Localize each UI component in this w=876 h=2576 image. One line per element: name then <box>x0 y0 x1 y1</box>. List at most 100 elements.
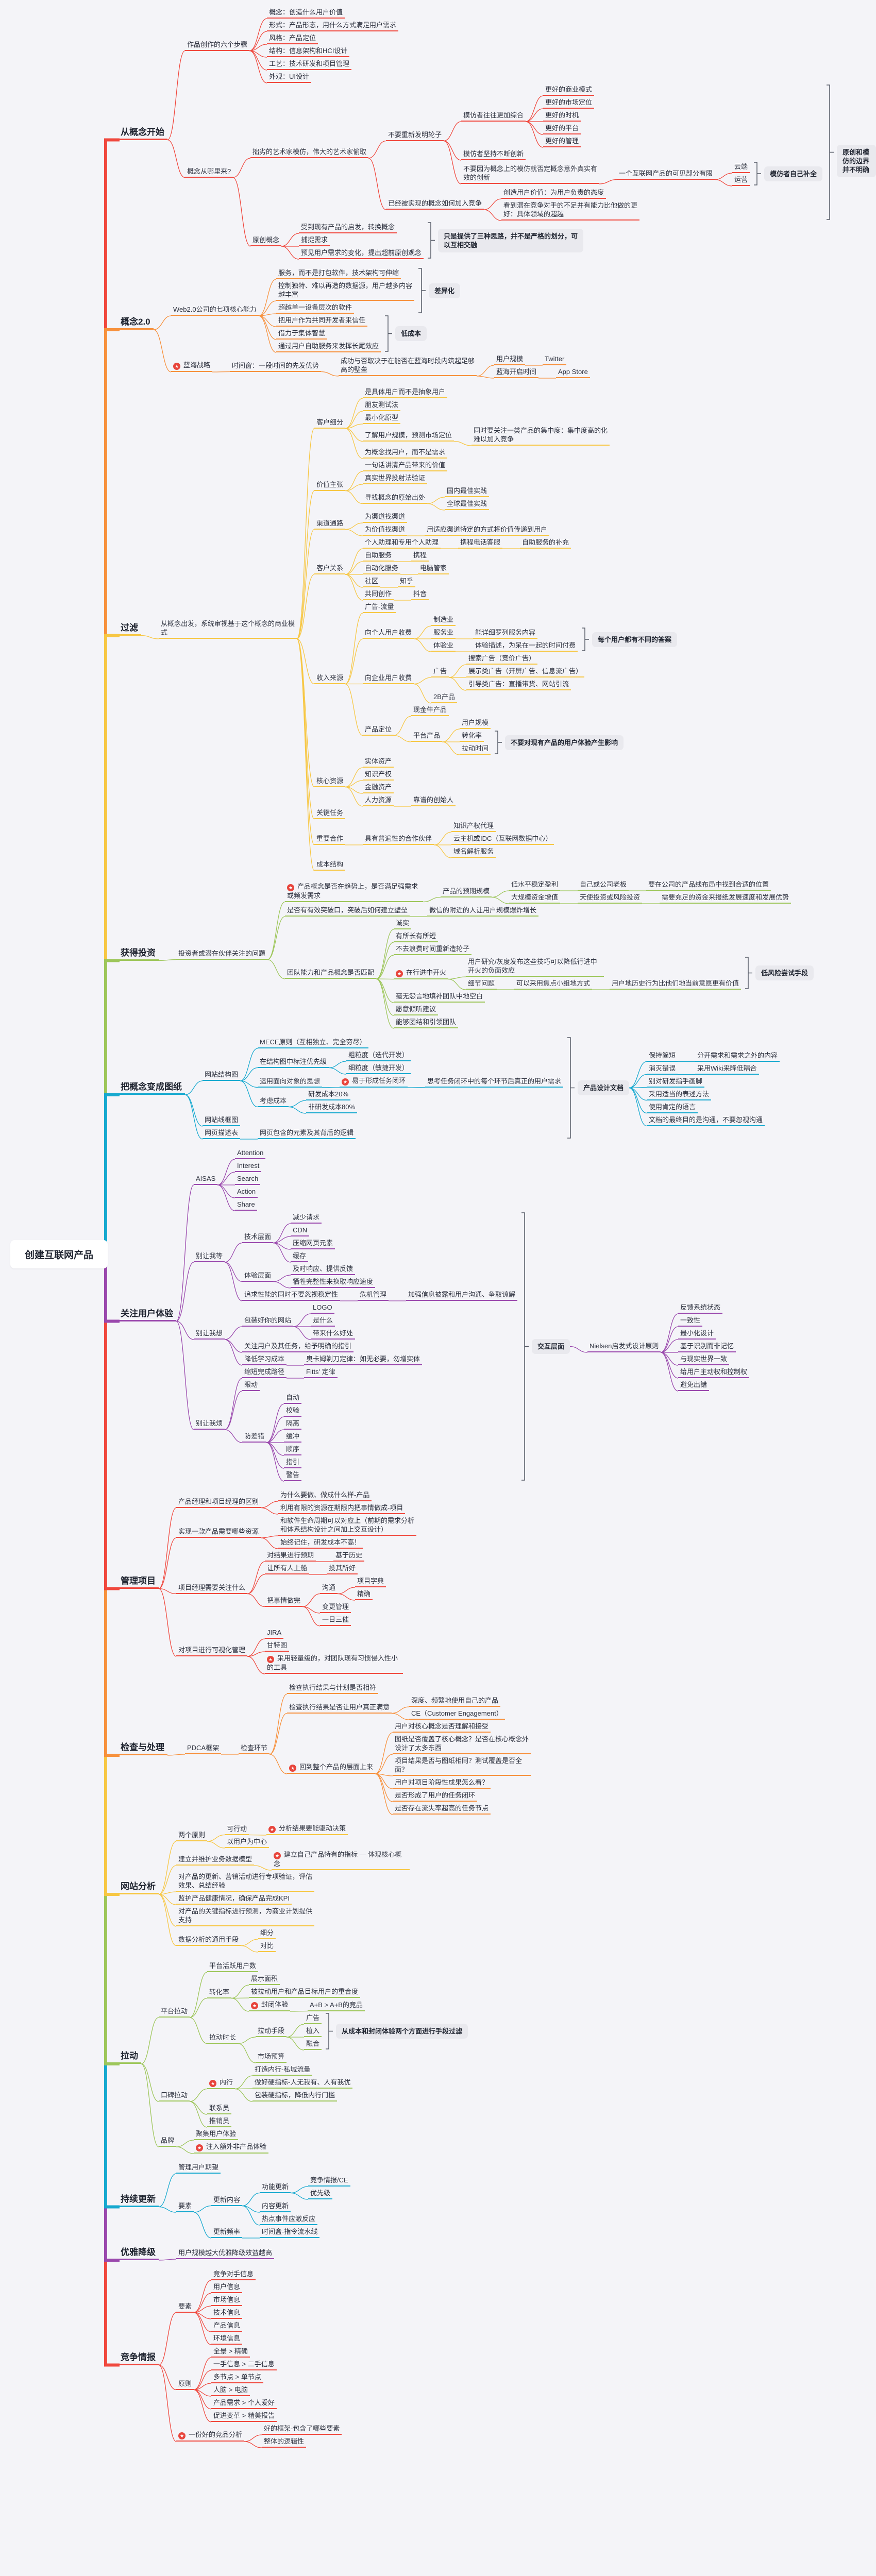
subtopic[interactable]: 原创概念 <box>250 234 282 246</box>
subtopic[interactable]: 知乎 <box>398 575 416 587</box>
subtopic[interactable]: 重要合作 <box>314 833 346 845</box>
subtopic[interactable]: 始终记住，研发成本不高！ <box>278 1537 363 1549</box>
subtopic[interactable]: 做好硬指标-人无我有、人有我优 <box>252 2077 353 2089</box>
subtopic[interactable]: 更新内容 <box>211 2194 243 2206</box>
subtopic[interactable]: 是否有有效突破口，突破后如何建立壁垒 <box>285 905 410 917</box>
subtopic[interactable]: 把事情做完 <box>265 1595 303 1607</box>
subtopic[interactable]: 利用有限的资源在期限内把事情做成-项目 <box>278 1502 406 1514</box>
summary-box[interactable]: 模仿者自己补全 <box>764 166 823 181</box>
main-topic[interactable]: 过滤 <box>117 622 141 636</box>
subtopic[interactable]: 拙劣的艺术家模仿，伟大的艺术家偷取 <box>250 146 369 158</box>
subtopic[interactable]: 广告 <box>431 666 449 677</box>
subtopic[interactable]: 平台拉动 <box>159 2006 190 2018</box>
subtopic[interactable]: Fitts' 定律 <box>304 1366 338 1378</box>
subtopic[interactable]: 更新频率 <box>211 2226 243 2238</box>
main-topic[interactable]: 关注用户体验 <box>117 1308 176 1321</box>
subtopic[interactable]: 管理用户期望 <box>176 2162 221 2174</box>
subtopic[interactable]: 用适应渠道特定的方式将价值传递到用户 <box>425 524 550 536</box>
subtopic[interactable]: 品牌 <box>159 2135 177 2147</box>
subtopic[interactable]: 甘特图 <box>265 1640 290 1652</box>
subtopic[interactable]: 是具体用户而不是抽象用户 <box>363 386 448 398</box>
subtopic[interactable]: 原则 <box>176 2378 194 2390</box>
subtopic[interactable]: 云主机或IDC（互联网数据中心） <box>451 833 554 845</box>
subtopic[interactable]: Twitter <box>543 353 567 365</box>
subtopic[interactable]: 一致性 <box>678 1315 703 1327</box>
subtopic[interactable]: 价值主张 <box>314 479 346 491</box>
subtopic[interactable]: 细分 <box>258 1927 276 1939</box>
main-topic[interactable]: 概念2.0 <box>117 316 154 330</box>
subtopic[interactable]: 不要重新发明轮子 <box>386 129 444 141</box>
subtopic[interactable]: 个人助理和专用个人助理 <box>363 537 441 549</box>
subtopic[interactable]: 借力于集体智慧 <box>276 328 328 340</box>
subtopic[interactable]: 不要因为概念上的模仿就否定概念意外真实有效的创新 <box>461 163 599 184</box>
subtopic[interactable]: 运营 <box>732 174 750 186</box>
subtopic[interactable]: 监护产品健康情况，确保产品完成KPI <box>176 1893 292 1905</box>
subtopic[interactable]: 包装好你的网站 <box>242 1315 294 1327</box>
subtopic[interactable]: 对产品的关键指标进行预测，为商业计划提供支持 <box>176 1906 314 1926</box>
subtopic[interactable]: 体验层面 <box>242 1270 274 1282</box>
subtopic[interactable]: 与现实世界一致 <box>678 1353 730 1365</box>
subtopic[interactable]: 用户规模 <box>460 717 491 729</box>
subtopic[interactable]: 自动 <box>284 1392 302 1404</box>
subtopic[interactable]: 竞争情报/CE <box>308 2175 350 2187</box>
subtopic[interactable]: 项目经理需要关注什么 <box>176 1582 248 1594</box>
subtopic[interactable]: 展示面积 <box>249 1973 280 1985</box>
subtopic[interactable]: 自己或公司老板 <box>578 879 629 891</box>
subtopic[interactable]: 更好的管理 <box>543 135 581 147</box>
subtopic[interactable]: 模仿者往往更加综合 <box>461 110 526 122</box>
subtopic[interactable]: 检查执行结果与计划是否相符 <box>287 1682 379 1694</box>
subtopic[interactable]: 创造用户价值：为用户负责的态度 <box>501 187 607 199</box>
subtopic[interactable]: 诚实 <box>394 918 412 929</box>
subtopic[interactable]: 转化率 <box>460 730 484 742</box>
subtopic[interactable]: 为什么要做、做成什么样-产品 <box>278 1489 372 1501</box>
subtopic[interactable]: 网页描述表 <box>203 1127 241 1139</box>
subtopic[interactable]: 共同创作 <box>363 588 394 600</box>
subtopic[interactable]: 风格：产品定位 <box>267 32 318 44</box>
subtopic[interactable]: 产品信息 <box>211 2320 243 2332</box>
subtopic[interactable]: 需要充足的资金来报纸发展速度和发展优势 <box>660 892 791 904</box>
subtopic[interactable]: 产品经理和项目经理的区别 <box>176 1496 261 1508</box>
subtopic[interactable]: 外观：UI设计 <box>267 71 312 83</box>
subtopic[interactable]: 整体的逻辑性 <box>262 2436 307 2448</box>
subtopic[interactable]: 产品定位 <box>363 724 394 736</box>
subtopic[interactable]: 在结构图中标注优先级 <box>258 1056 329 1068</box>
subtopic[interactable]: ★建立自己产品特有的指标 — 体现核心概念 <box>272 1849 410 1870</box>
subtopic[interactable]: 研发成本20% <box>306 1089 351 1100</box>
subtopic[interactable]: 及时响应、提供反馈 <box>291 1263 356 1275</box>
subtopic[interactable]: 运用面向对象的思想 <box>258 1076 323 1088</box>
subtopic[interactable]: Attention <box>235 1147 266 1159</box>
subtopic[interactable]: 是什么 <box>311 1315 335 1327</box>
subtopic[interactable]: 好的框架-包含了哪些要素 <box>262 2423 342 2435</box>
subtopic[interactable]: 2B产品 <box>431 691 457 703</box>
subtopic[interactable]: 实体资产 <box>363 756 394 768</box>
subtopic[interactable]: 客户关系 <box>314 563 346 574</box>
subtopic[interactable]: 靠谱的创始人 <box>411 794 456 806</box>
subtopic[interactable]: 平台活跃用户数 <box>207 1960 259 1972</box>
summary-box[interactable]: 交互层面 <box>532 1339 570 1354</box>
subtopic[interactable]: 降低学习成本 <box>242 1353 287 1365</box>
subtopic[interactable]: 用户对核心概念是否理解和接受 <box>393 1721 491 1733</box>
subtopic[interactable]: 非研发成本80% <box>306 1101 358 1113</box>
subtopic[interactable]: 热点事件应激反应 <box>260 2213 318 2225</box>
main-topic[interactable]: 拉动 <box>117 2050 141 2064</box>
subtopic[interactable]: ★采用轻量级的，对团队现有习惯侵入性小的工具 <box>265 1653 403 1674</box>
subtopic[interactable]: 携程 <box>411 550 429 562</box>
subtopic[interactable]: 环境信息 <box>211 2333 243 2345</box>
subtopic[interactable]: PDCA框架 <box>185 1742 222 1754</box>
main-topic[interactable]: 管理项目 <box>117 1575 159 1589</box>
subtopic[interactable]: 了解用户规模，预测市场定位 <box>363 430 454 442</box>
subtopic[interactable]: 模仿者坚持不断创新 <box>461 148 526 160</box>
subtopic[interactable]: 内容更新 <box>260 2200 291 2212</box>
summary-box[interactable]: 原创和模仿的边界并不明确 <box>837 145 876 177</box>
subtopic[interactable]: 和软件生命周期可以对应上（前期的需求分析和体系结构设计之间加上交互设计） <box>278 1515 416 1536</box>
subtopic[interactable]: 细粒度（敏捷开发） <box>346 1062 411 1074</box>
subtopic[interactable]: 为渠道找渠道 <box>363 511 408 523</box>
subtopic[interactable]: ★一份好的竞品分析 <box>176 2429 245 2442</box>
subtopic[interactable]: Search <box>235 1173 261 1185</box>
subtopic[interactable]: ★封闭体验 <box>249 1999 291 2011</box>
subtopic[interactable]: 搜索广告（竞价广告） <box>466 653 538 665</box>
subtopic[interactable]: 要在公司的产品线布局中找到合适的位置 <box>646 879 771 891</box>
subtopic[interactable]: Action <box>235 1186 258 1198</box>
subtopic[interactable]: 技术层面 <box>242 1231 274 1243</box>
subtopic[interactable]: 一日三催 <box>320 1614 351 1626</box>
